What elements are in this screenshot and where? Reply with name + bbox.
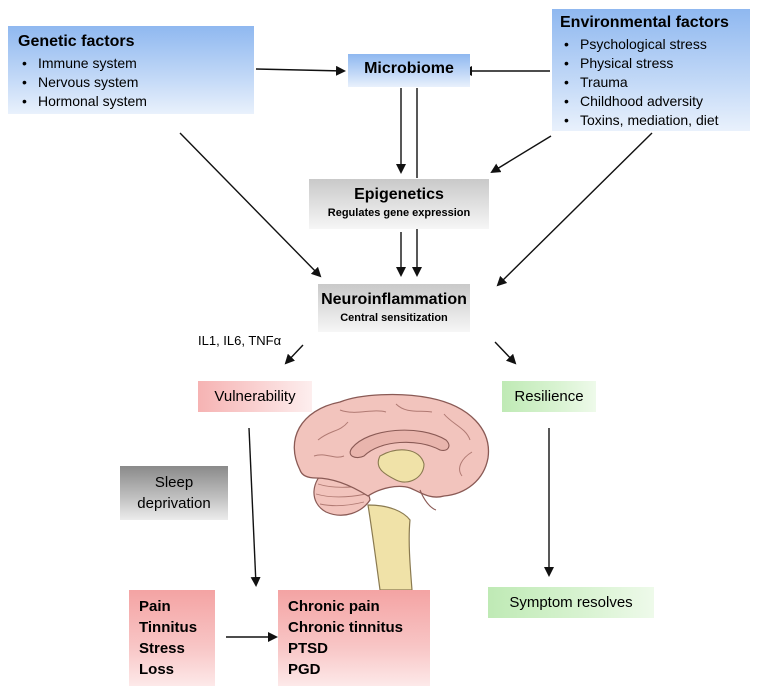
sleep-deprivation-box: Sleep deprivation [120, 466, 228, 520]
epigenetics-box: Epigenetics Regulates gene expression [309, 179, 489, 229]
list-item: Trauma [560, 73, 742, 92]
chronic-outcome-item: PTSD [288, 640, 329, 657]
neuroinflammation-subtitle: Central sensitization [340, 312, 448, 324]
arrow-genetic-to-neuroinflammation [179, 132, 322, 278]
chronic-outcome-item: Chronic tinnitus [288, 619, 403, 636]
microbiome-title: Microbiome [364, 60, 454, 77]
arrow-genetic-to-microbiome [255, 65, 346, 76]
acute-symptom-item: Tinnitus [139, 619, 198, 636]
epigenetics-title: Epigenetics [354, 186, 444, 203]
arrow-environment-to-epigenetics [490, 135, 552, 174]
chronic-outcomes-box: Chronic pain Chronic tinnitus PTSD PGD [278, 590, 430, 686]
list-item: Immune system [18, 54, 244, 73]
sleep-deprivation-line1: Sleep [154, 474, 194, 491]
list-item: Childhood adversity [560, 92, 742, 111]
epigenetics-subtitle: Regulates gene expression [327, 207, 471, 219]
chronic-outcome-item: PGD [288, 661, 321, 678]
symptom-resolves-label: Symptom resolves [509, 594, 633, 611]
resilience-box: Resilience [502, 381, 596, 412]
sleep-deprivation-line2: deprivation [137, 495, 211, 512]
list-item: Hormonal system [18, 92, 244, 111]
arrow-environment-to-neuroinflammation [496, 132, 653, 287]
acute-symptom-item: Pain [139, 598, 171, 615]
list-item: Physical stress [560, 54, 742, 73]
arrow-vulnerability-to-chronic [248, 427, 261, 587]
list-item: Toxins, mediation, diet [560, 111, 742, 130]
neuroinflammation-title: Neuroinflammation [321, 291, 467, 308]
list-item: Nervous system [18, 73, 244, 92]
vulnerability-label: Vulnerability [214, 388, 296, 405]
neuroinflammation-box: Neuroinflammation Central sensitization [318, 284, 470, 332]
brainstem [367, 504, 413, 591]
microbiome-box: Microbiome [348, 54, 470, 87]
environmental-factors-title: Environmental factors [560, 14, 729, 31]
genetic-factors-title: Genetic factors [18, 33, 135, 50]
environmental-factors-list: Psychological stress Physical stress Tra… [560, 35, 742, 130]
resilience-label: Resilience [514, 388, 584, 405]
symptom-resolves-box: Symptom resolves [488, 587, 654, 618]
cerebrum [293, 393, 490, 498]
vulnerability-box: Vulnerability [198, 381, 312, 412]
corpus-callosum [349, 429, 450, 459]
acute-symptom-item: Stress [139, 640, 185, 657]
arrow-neuroinflammation-to-vulnerability [284, 344, 304, 365]
chronic-outcome-item: Chronic pain [288, 598, 380, 615]
genetic-factors-box: Genetic factors Immune system Nervous sy… [8, 26, 254, 114]
genetic-factors-list: Immune system Nervous system Hormonal sy… [18, 54, 244, 111]
cytokines-label: IL1, IL6, TNFα [198, 333, 282, 348]
thalamus [377, 449, 425, 483]
acute-symptoms-box: Pain Tinnitus Stress Loss [129, 590, 215, 686]
list-item: Psychological stress [560, 35, 742, 54]
arrow-neuroinflammation-to-resilience [494, 341, 517, 365]
acute-symptom-item: Loss [139, 661, 175, 678]
environmental-factors-box: Environmental factors Psychological stre… [552, 9, 750, 131]
